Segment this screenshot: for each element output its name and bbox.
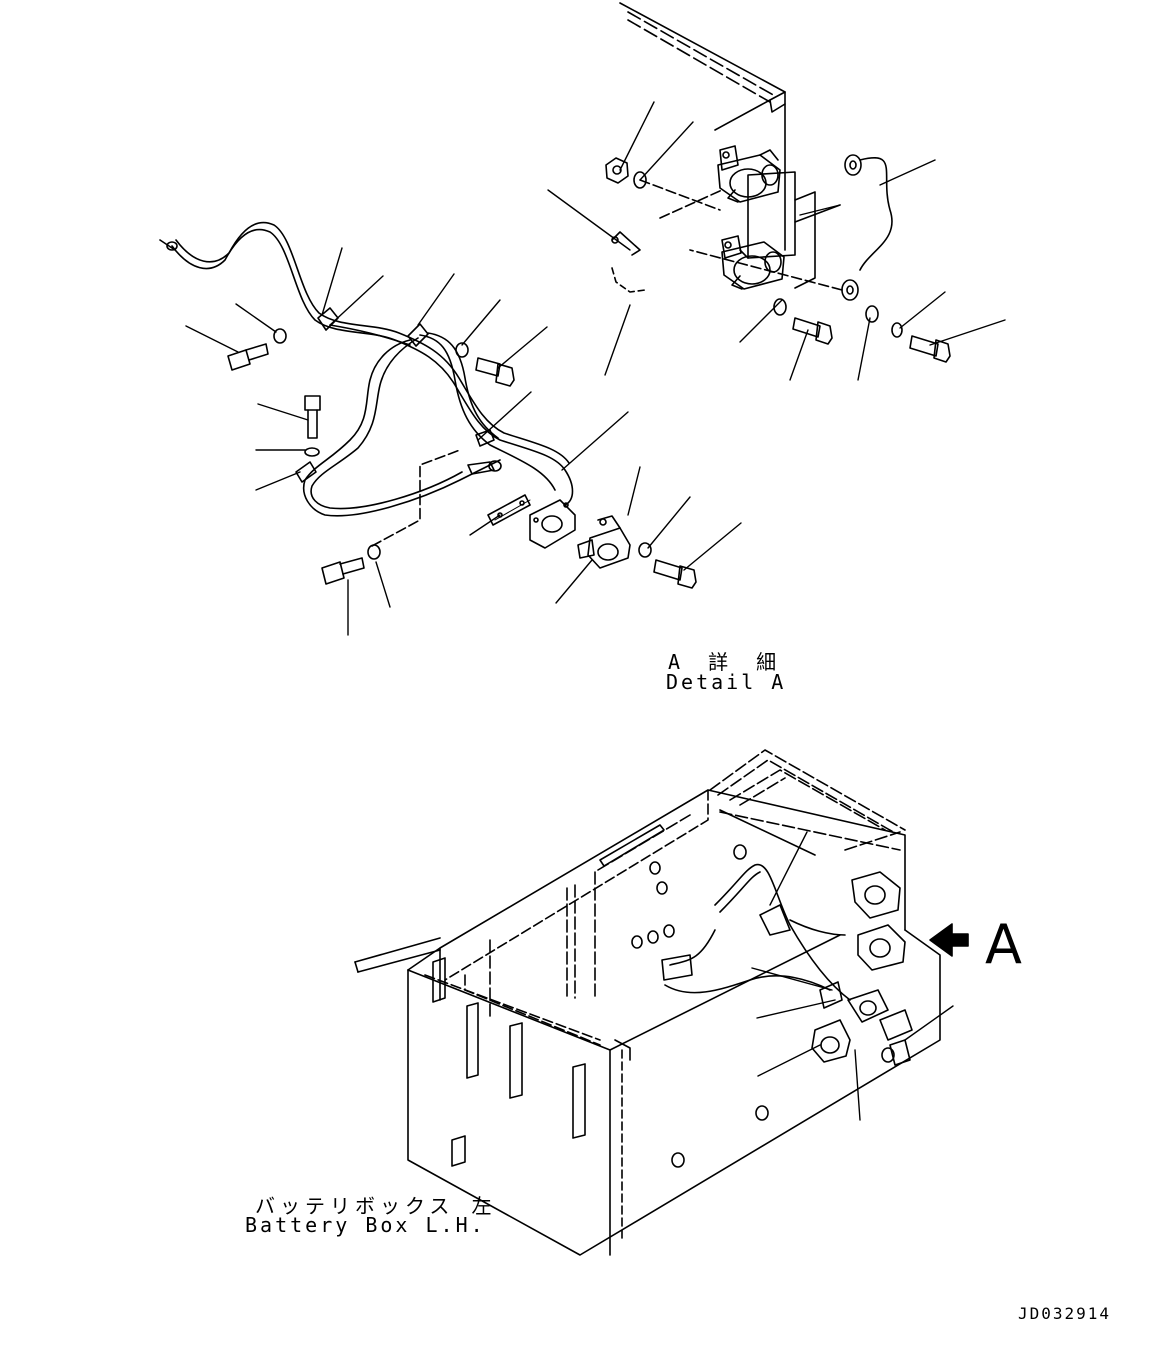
detail-title-jp: A 詳 細 — [668, 650, 785, 674]
panel-holes — [631, 844, 895, 1168]
leader-lines — [185, 101, 1006, 636]
bolt — [475, 357, 515, 387]
battery-relay-lower — [721, 235, 785, 290]
washer — [773, 298, 787, 316]
bolt — [227, 343, 269, 371]
mounting-plate — [487, 494, 531, 526]
drawing-code: JD032914 — [1018, 1304, 1112, 1323]
washer — [455, 342, 469, 358]
detail-a-view — [159, 2, 1006, 636]
top-rails — [354, 809, 816, 973]
view-callout-letter: A — [985, 913, 1022, 976]
bolt — [653, 559, 697, 589]
bolt — [304, 395, 321, 439]
washer — [273, 328, 287, 344]
relay-bracket — [739, 171, 841, 289]
washer — [865, 305, 879, 323]
installed-breaker — [811, 989, 913, 1066]
washer — [638, 542, 652, 558]
washer — [367, 544, 381, 560]
washer — [304, 447, 320, 457]
battery-box-frame — [489, 749, 906, 1021]
circuit-breaker — [529, 499, 576, 549]
side-panel-slots — [432, 957, 586, 1167]
assembly-title-en: Battery Box L.H. — [245, 1213, 486, 1237]
washer — [633, 171, 647, 189]
ground-strap — [689, 154, 893, 301]
wire-harness — [159, 221, 574, 517]
bolt — [321, 557, 365, 585]
battery-relay-upper — [717, 145, 781, 203]
detail-title-en: Detail A — [666, 670, 787, 694]
cable-clip — [611, 231, 646, 293]
bolt — [792, 317, 833, 345]
leader-lines-lower — [751, 831, 954, 1121]
battery-box-outline — [407, 789, 941, 1256]
horn-relay — [577, 515, 631, 569]
nut — [605, 157, 629, 184]
installed-relays — [851, 871, 906, 971]
battery-box-panel-edge — [619, 2, 786, 251]
assembly-title-jp: バッテリボックス 左 — [255, 1194, 497, 1218]
view-arrow-icon — [929, 923, 969, 957]
bolt — [909, 335, 951, 363]
battery-box-view — [354, 749, 969, 1256]
installed-harness — [661, 863, 851, 1009]
washer — [891, 322, 903, 338]
